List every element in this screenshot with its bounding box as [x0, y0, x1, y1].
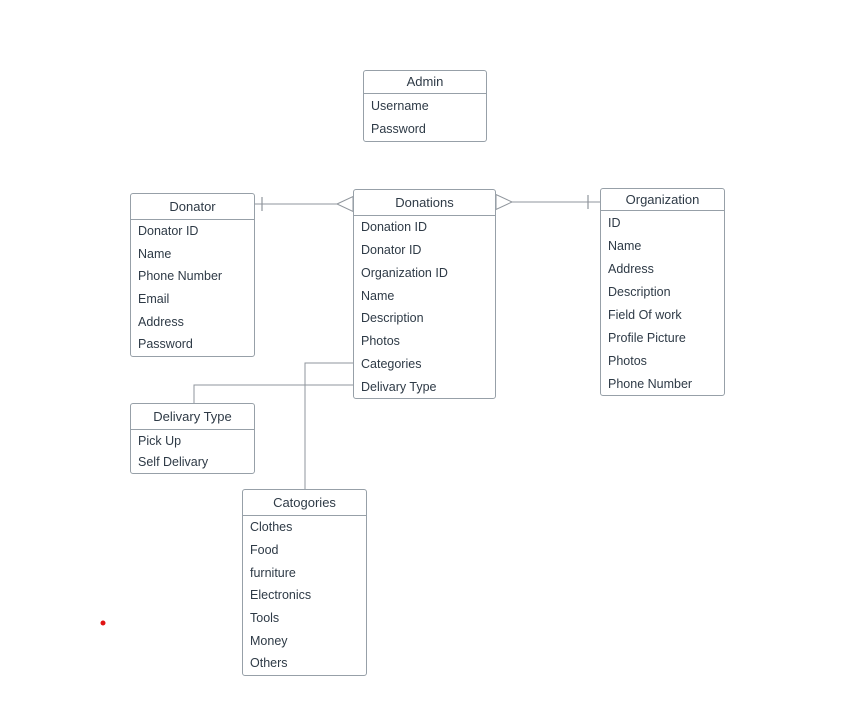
entity-title: Catogories: [243, 490, 366, 516]
entity-row: Photos: [361, 334, 400, 349]
connector-donations-deliverytype[interactable]: [193, 384, 353, 403]
entity-row: Electronics: [250, 588, 312, 603]
entity-row: Money: [250, 633, 288, 648]
entity-title: Delivary Type: [131, 404, 254, 430]
open-arrow-icon: [495, 193, 514, 211]
entity-row: Description: [608, 284, 671, 299]
entity-rows: Pick Up Self Delivary: [131, 430, 254, 473]
entity-row: Name: [608, 238, 642, 253]
connector-donations-categories[interactable]: [304, 362, 353, 489]
entity-donations[interactable]: Donations Donation ID Donator ID Organizat…: [353, 189, 496, 399]
entity-row: Delivary Type: [361, 379, 437, 394]
entity-row: Donation ID: [361, 220, 428, 235]
entity-row: ID: [608, 215, 621, 230]
entity-row: Donator ID: [138, 224, 199, 239]
entity-row: Self Delivary: [138, 455, 209, 470]
red-dot-marker: [100, 620, 106, 626]
entity-row: Organization ID: [361, 265, 448, 280]
entity-row: Categories: [361, 356, 422, 371]
entity-row: Address: [608, 261, 654, 276]
entity-row: Field Of work: [608, 307, 682, 322]
entity-row: Photos: [608, 353, 647, 368]
entity-row: Username: [371, 98, 429, 113]
entity-title: Admin: [364, 71, 486, 94]
entity-row: Phone Number: [138, 269, 223, 284]
entity-row: Name: [361, 288, 395, 303]
entity-row: Donator ID: [361, 243, 422, 258]
entity-row: Profile Picture: [608, 330, 686, 345]
connector-donator-donations[interactable]: [255, 195, 354, 213]
entity-title: Donations: [354, 190, 495, 216]
entity-row: Description: [361, 311, 424, 326]
entity-row: Name: [138, 246, 172, 261]
entity-delivery-type[interactable]: Delivary Type Pick Up Self Delivary: [130, 403, 255, 474]
entity-row: Password: [371, 122, 426, 137]
entity-row: Address: [138, 314, 184, 329]
entity-rows: Donation ID Donator ID Organization ID Name…: [354, 216, 495, 398]
connector-donations-organization[interactable]: [495, 193, 600, 211]
open-arrow-icon: [335, 195, 354, 213]
entity-title: Donator: [131, 194, 254, 220]
entity-row: Others: [250, 656, 288, 671]
entity-row: Tools: [250, 611, 280, 626]
entity-row: Password: [138, 337, 193, 352]
entity-row: Email: [138, 292, 170, 307]
entity-row: Food: [250, 543, 279, 558]
entity-title: Organization: [601, 189, 724, 211]
entity-row: Clothes: [250, 520, 293, 535]
entity-row: Phone Number: [608, 376, 693, 391]
entity-row: furniture: [250, 565, 296, 580]
entity-row: Pick Up: [138, 433, 182, 448]
